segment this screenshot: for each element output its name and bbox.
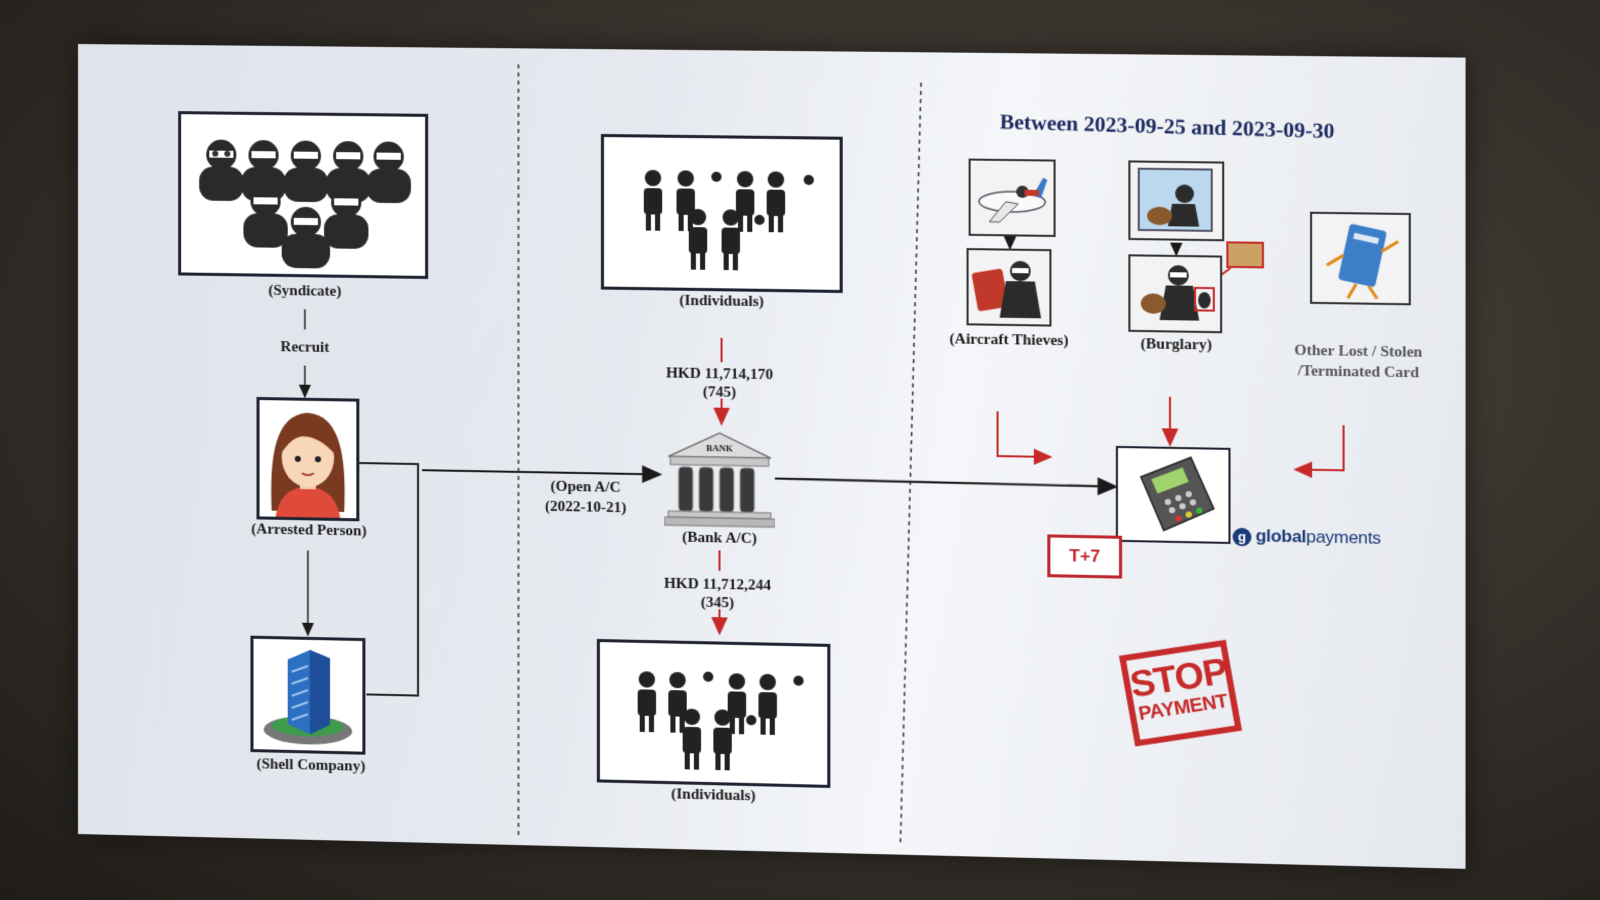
syndicate-label: (Syndicate) [238, 282, 371, 301]
shell-bracket-line [359, 463, 418, 696]
outflow-count: (345) [677, 594, 759, 613]
lost-card-image [1310, 212, 1411, 306]
aircraft-thieves-label: (Aircraft Thieves) [929, 331, 1089, 351]
thief-icon [969, 250, 1050, 324]
evidence-card-thumbnail [1226, 241, 1264, 268]
individuals-bottom-label: (Individuals) [652, 786, 775, 806]
burglar-icon [1130, 256, 1220, 331]
bank-sign: BANK [699, 443, 740, 454]
pos-terminal-box [1116, 446, 1231, 544]
other-lost-label-1: Other Lost / Stolen [1274, 342, 1442, 362]
burglar-icon [1130, 162, 1222, 239]
individuals-bottom-box [597, 639, 831, 788]
airplane-icon [971, 161, 1054, 235]
outflow-amount: HKD 11,712,244 [646, 575, 789, 595]
open-ac-arrow [422, 470, 660, 474]
syndicate-box [178, 111, 428, 279]
card-icon [1312, 214, 1409, 303]
brand-part-1: global [1256, 526, 1307, 546]
aircraft-to-terminal-arrow [998, 411, 1051, 457]
shell-company-label: (Shell Company) [238, 756, 383, 777]
burglary-window-image [1128, 160, 1224, 241]
globalpayments-g-icon: g [1233, 528, 1252, 547]
stop-payment-stamp: STOP PAYMENT [1119, 640, 1242, 747]
inflow-amount: HKD 11,714,170 [648, 365, 791, 385]
t-plus-7-badge: T+7 [1047, 534, 1122, 578]
building-icon [253, 639, 362, 752]
open-ac-label: (Open A/C [530, 478, 642, 497]
recruit-label: Recruit [259, 339, 352, 358]
people-icon [600, 642, 827, 785]
other-lost-label-2: /Terminated Card [1274, 363, 1442, 383]
bank-building: BANK [664, 430, 775, 529]
brand-part-2: payments [1306, 527, 1381, 548]
aircraft-thief-image [967, 248, 1052, 327]
arrested-person-label: (Arrested Person) [240, 521, 377, 541]
bank-to-terminal-arrow [775, 479, 1116, 487]
person-icon [260, 400, 357, 518]
shell-company-box [250, 636, 365, 755]
burglary-label: (Burglary) [1124, 336, 1228, 355]
inflow-count: (745) [679, 384, 761, 403]
presentation-screen: (Syndicate) Recruit (Arrested Person) (S… [78, 44, 1466, 869]
arrested-person-box [257, 397, 360, 521]
syndicate-icon [181, 114, 425, 276]
globalpayments-text: globalpayments [1256, 526, 1381, 549]
pos-terminal-icon [1118, 448, 1228, 542]
individuals-top-box [601, 134, 843, 293]
open-ac-date: (2022-10-21) [530, 498, 642, 517]
other-to-terminal-arrow [1295, 424, 1343, 470]
bank-account-label: (Bank A/C) [664, 529, 775, 548]
divider-right [900, 83, 921, 845]
individuals-top-label: (Individuals) [660, 292, 783, 311]
people-icon [604, 137, 840, 290]
aircraft-image [969, 159, 1056, 237]
burglar-image [1128, 254, 1222, 333]
